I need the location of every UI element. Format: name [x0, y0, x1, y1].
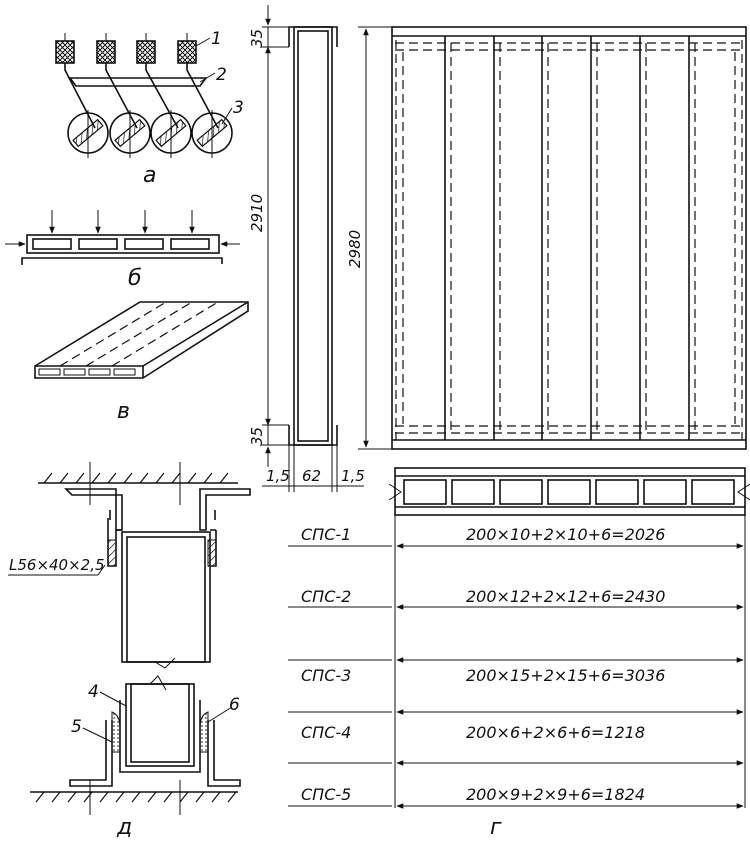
part-g-panel-section [388, 467, 750, 516]
panel-formula: 200×9+2×9+6=1824 [466, 785, 645, 804]
callout-6: 6 [229, 695, 240, 715]
part-label-g: г [490, 815, 502, 840]
part-label-d: д [116, 815, 132, 840]
dim-width-62: 62 [302, 467, 321, 485]
callout-2: 2 [216, 65, 227, 85]
part-label-v: в [117, 399, 130, 424]
callout-4: 4 [88, 682, 99, 702]
part-label-a: а [143, 163, 156, 188]
part-a-rolling-scheme: 1 2 3 а [55, 29, 244, 188]
dim-top-35: 35 [248, 29, 266, 48]
panel-name: СПС-3 [301, 666, 351, 685]
dim-bottom-35: 35 [248, 427, 266, 446]
panel-formula: 200×15+2×15+6=3036 [466, 666, 665, 685]
callout-1: 1 [211, 29, 222, 49]
hatched-supply-blocks [55, 33, 197, 64]
panel-formula: 200×12+2×12+6=2430 [466, 587, 665, 606]
callout-5: 5 [71, 717, 82, 737]
angle-profile-label: L56×40×2,5 [9, 556, 105, 574]
panel-type-table: СПС-1 200×10+2×10+6=2026 СПС-2 200×12+2×… [288, 515, 746, 809]
feed-lines [64, 63, 219, 129]
part-d-top-joint: L56×40×2,5 [8, 462, 251, 669]
guide-plate [68, 77, 208, 87]
panel-name: СПС-5 [301, 785, 351, 804]
panel-name: СПС-2 [301, 587, 351, 606]
part-v-panel-isometric: в [34, 301, 249, 424]
callout-3: 3 [233, 98, 244, 118]
part-b-pressing-scheme: б [5, 210, 240, 291]
panel-name: СПС-1 [301, 525, 351, 544]
panel-formula: 200×10+2×10+6=2026 [466, 525, 665, 544]
part-g-panel-front [358, 26, 747, 450]
dim-edge-right: 1,5 [341, 467, 365, 485]
callout-leaders-a [195, 37, 233, 125]
part-label-b: б [128, 266, 142, 291]
rolls [67, 110, 233, 158]
panel-name: СПС-4 [301, 723, 351, 742]
panel-formula: 200×6+2×6+6=1218 [466, 723, 645, 742]
dim-edge-left: 1,5 [266, 467, 290, 485]
part-d-bottom-joint: 4 5 6 д [30, 675, 241, 840]
stiffener-pairs [444, 36, 696, 440]
dim-height-2980: 2980 [346, 230, 364, 268]
side-section-profile [262, 5, 364, 492]
dim-height-2910: 2910 [248, 194, 266, 232]
